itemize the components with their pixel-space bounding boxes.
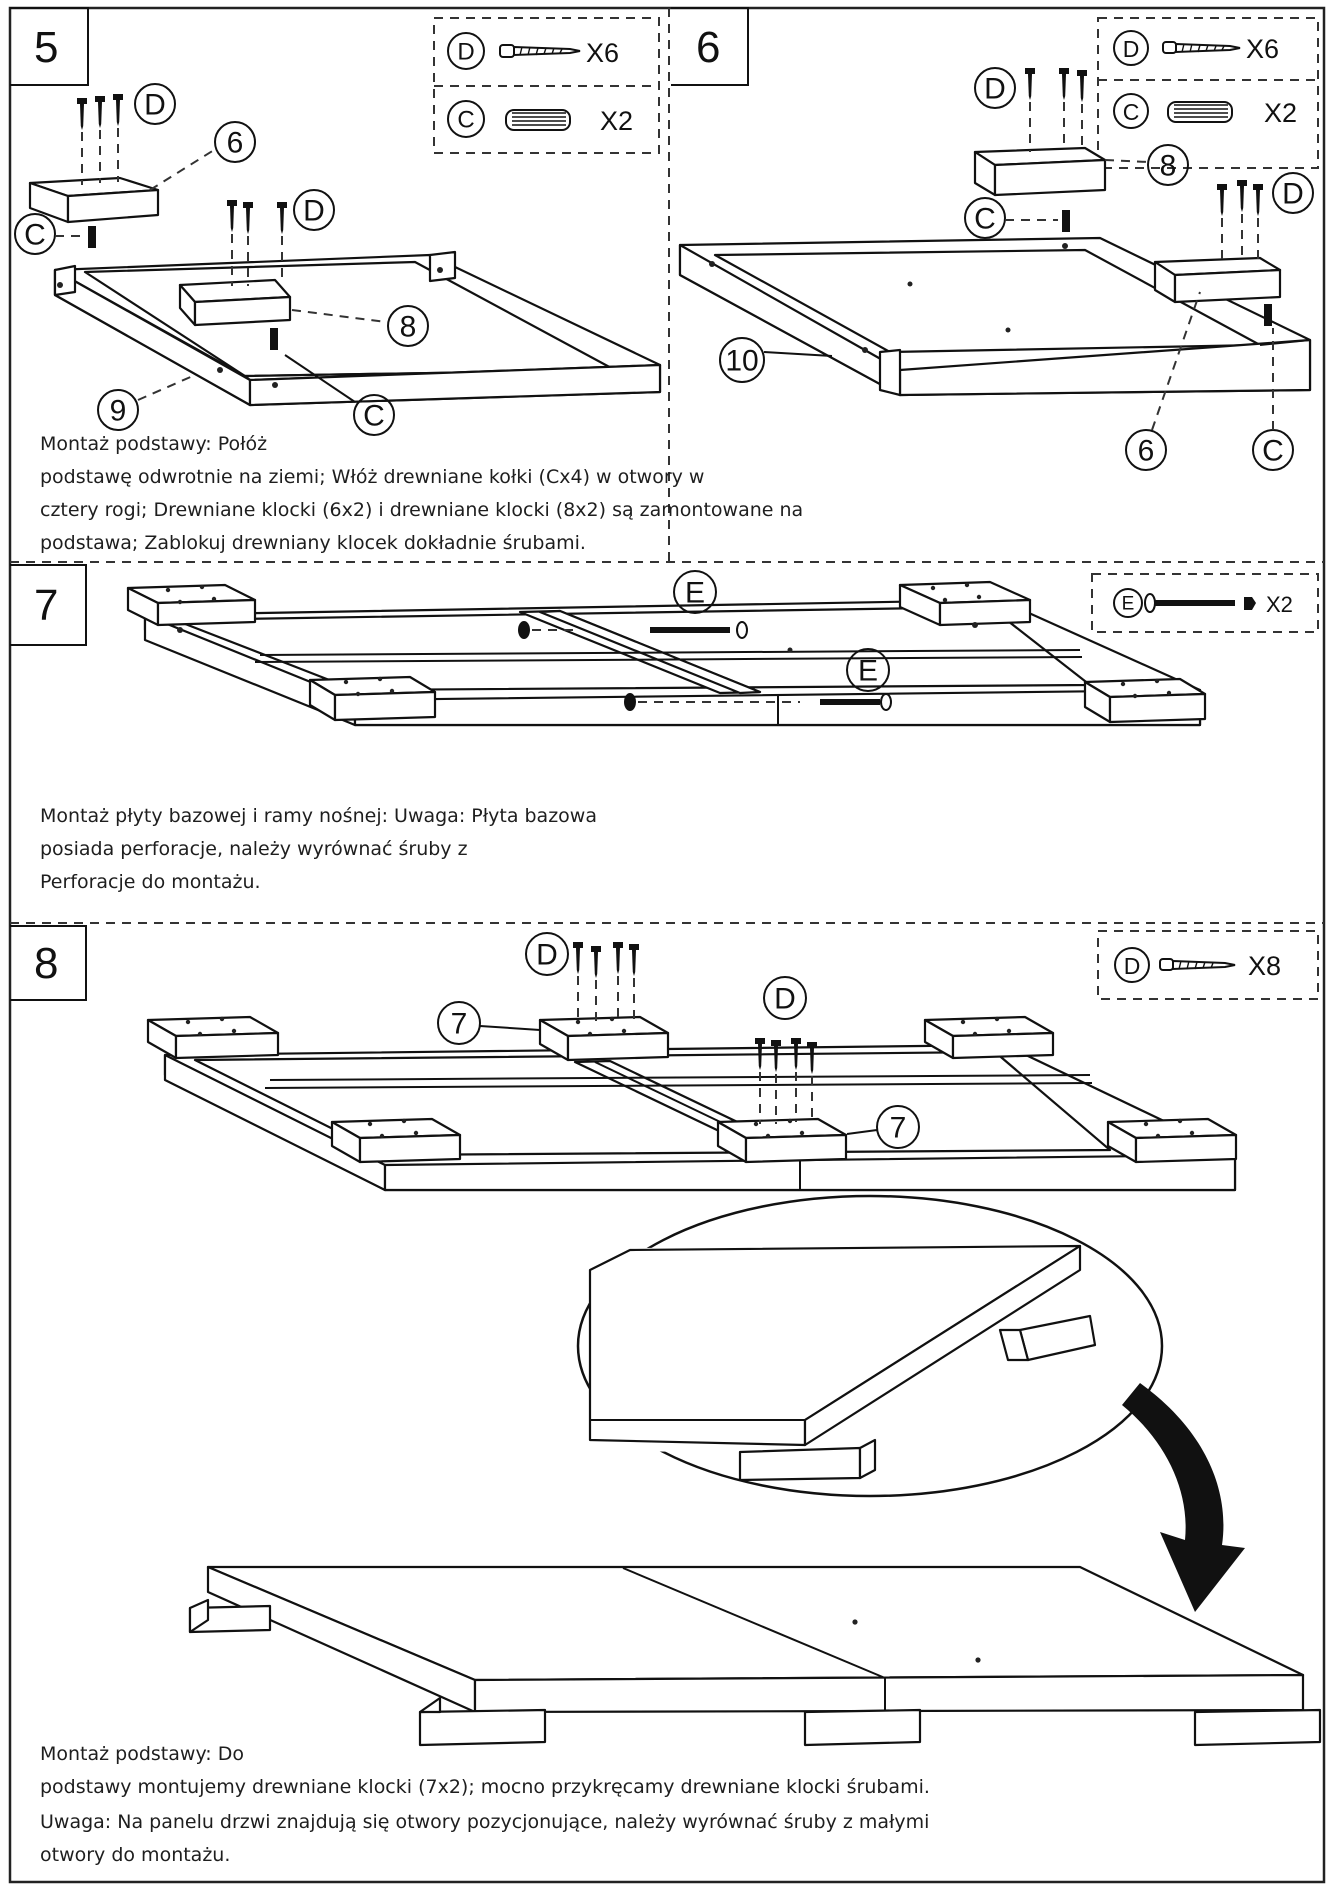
caption-note: Uwaga: Na panelu drzwi znajdują się otwo…: [40, 1806, 929, 1872]
callout-label: 9: [110, 395, 127, 428]
detail-zoom-oval: [576, 1194, 1164, 1498]
callout-label: 8: [400, 311, 417, 344]
step8-frame-diagram: D 7 D 7: [146, 932, 1238, 1192]
step-number: 5: [34, 23, 58, 72]
caption-line: Montaż podstawy: Do: [40, 1743, 244, 1765]
step-tab-5: 5: [10, 7, 89, 86]
callout-label: E: [685, 577, 705, 610]
caption-line: podstawy montujemy drewniane klocki (7x2…: [40, 1776, 930, 1798]
callout-label: C: [1262, 435, 1284, 468]
quantity-label: X8: [1248, 951, 1281, 981]
hardware-legend-step8: D X8: [1097, 930, 1319, 1000]
step-tab-7: 7: [10, 564, 87, 646]
callout-label: 7: [451, 1008, 468, 1041]
part-letter-d: D: [457, 39, 474, 66]
callout-label: C: [363, 400, 385, 433]
callout-label: D: [774, 983, 796, 1016]
part-letter-e: E: [1122, 594, 1135, 615]
step-tab-8: 8: [10, 925, 87, 1001]
callout-label: 6: [1138, 435, 1155, 468]
step8-flipped-base-panel: [188, 1565, 1322, 1747]
step7-frame-diagram: E E: [126, 570, 1207, 727]
caption-line: Montaż podstawy: Połóż: [40, 433, 268, 455]
dowel-icon: [505, 109, 571, 131]
rotation-arrow-icon: [1122, 1383, 1245, 1612]
step5-frame-diagram: D 6 C D 8 9 C: [14, 83, 662, 436]
callout-label: D: [1282, 178, 1304, 211]
quantity-label: X6: [586, 38, 619, 68]
caption-step8: Montaż podstawy: Do podstawy montujemy d…: [40, 1738, 930, 1804]
callout-label: D: [984, 73, 1006, 106]
part-letter-d: D: [1123, 36, 1140, 62]
callout-label: C: [24, 219, 46, 252]
hardware-legend-step7: E X2: [1091, 573, 1319, 633]
hardware-legend-step6: D X6 C X2: [1097, 17, 1319, 169]
caption-line: Montaż płyty bazowej i ramy nośnej: Uwag…: [40, 805, 597, 827]
nut-icon: [1244, 597, 1256, 610]
step-number: 8: [34, 939, 58, 988]
callout-label: 10: [725, 345, 758, 378]
screw-icon: [499, 44, 581, 58]
part-letter-c: C: [1123, 99, 1140, 125]
callout-label: E: [858, 655, 878, 688]
step-number: 6: [696, 23, 720, 72]
callout-label: C: [974, 203, 996, 236]
part-letter-c: C: [457, 107, 474, 134]
callout-label: D: [303, 195, 325, 228]
caption-line: podstawa; Zablokuj drewniany klocek dokł…: [40, 532, 586, 554]
callout-label: 8: [1160, 150, 1177, 183]
bolt-icon: [1144, 593, 1235, 613]
caption-line: Uwaga: Na panelu drzwi znajdują się otwo…: [40, 1811, 930, 1833]
quantity-label: X6: [1246, 34, 1279, 64]
step-number: 7: [34, 581, 58, 630]
screw-icon: [1162, 41, 1241, 54]
step6-frame-diagram: D 8 C D 10 6 C: [678, 67, 1314, 471]
step-tab-6: 6: [671, 7, 749, 86]
callout-label: 7: [890, 1112, 907, 1145]
screw-icon: [1159, 958, 1236, 971]
quantity-label: X2: [600, 106, 633, 136]
callout-label: D: [144, 89, 166, 122]
caption-line: podstawę odwrotnie na ziemi; Włóż drewni…: [40, 466, 705, 488]
sheet-border: [8, 6, 1326, 1884]
caption-step7: Montaż płyty bazowej i ramy nośnej: Uwag…: [40, 800, 597, 899]
quantity-label: X2: [1266, 592, 1293, 617]
caption-line: otwory do montażu.: [40, 1844, 231, 1866]
hardware-legend-step5: D X6 C X2: [433, 17, 660, 154]
callout-label: D: [536, 939, 558, 972]
dowel-icon: [1167, 101, 1233, 123]
callout-label: 6: [227, 127, 244, 160]
caption-line: posiada perforacje, należy wyrównać śrub…: [40, 838, 468, 860]
part-letter-d: D: [1124, 953, 1141, 979]
caption-line: Perforacje do montażu.: [40, 871, 261, 893]
caption-step5-6: Montaż podstawy: Połóż podstawę odwrotni…: [40, 428, 803, 560]
caption-line: cztery rogi; Drewniane klocki (6x2) i dr…: [40, 499, 804, 521]
quantity-label: X2: [1264, 98, 1297, 128]
